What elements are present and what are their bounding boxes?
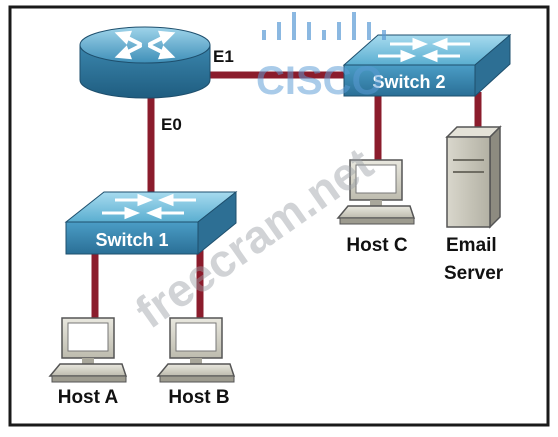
host-b-computer-icon[interactable]	[156, 317, 236, 383]
router-arrows-icon	[114, 30, 176, 60]
host-b-label: Host B	[168, 387, 229, 408]
switch-2[interactable]	[342, 33, 512, 98]
router[interactable]	[79, 26, 211, 99]
switch-2-label: Switch 2	[372, 72, 445, 92]
switch-arrows-icon	[102, 193, 196, 220]
switch-1-label: Switch 1	[95, 230, 168, 250]
email-server-label-line1: Email	[446, 235, 497, 256]
router-interface-e0-label: E0	[161, 115, 182, 134]
host-c-label: Host C	[346, 235, 408, 256]
switch-1[interactable]	[64, 190, 238, 256]
cisco-logo-watermark: CISCO	[256, 12, 386, 103]
host-a-computer-icon[interactable]	[48, 317, 128, 383]
email-server-icon[interactable]	[445, 125, 502, 229]
switch-arrows-icon	[378, 37, 470, 63]
cisco-watermark-text: CISCO	[256, 59, 383, 103]
email-server-label-line2: Server	[444, 263, 504, 284]
host-c-computer-icon[interactable]	[336, 159, 416, 225]
router-interface-e1-label: E1	[213, 47, 234, 66]
host-a-label: Host A	[58, 387, 119, 408]
